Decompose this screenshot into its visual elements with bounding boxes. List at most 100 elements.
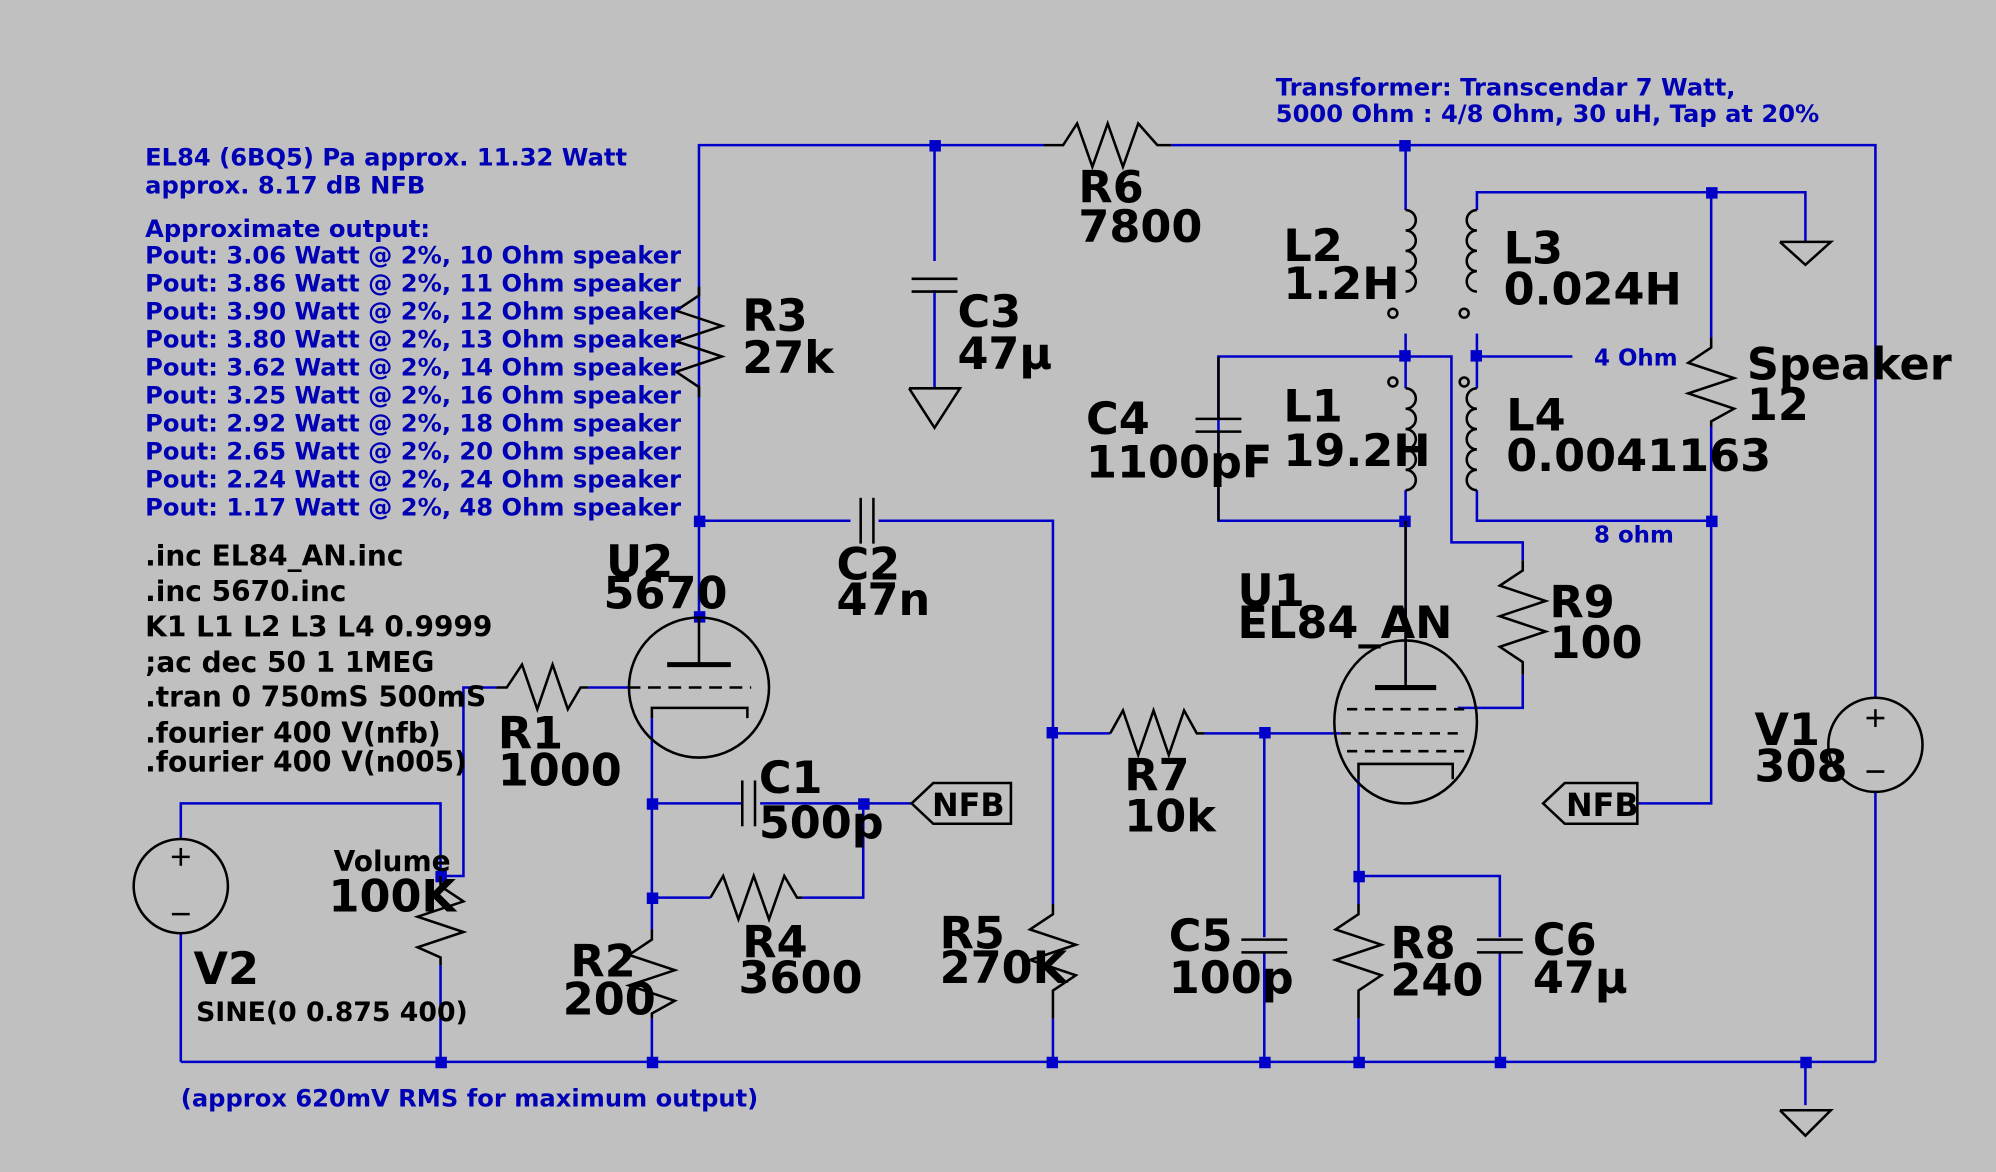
label-speaker-name: Speaker [1747, 338, 1952, 390]
note-nfb: approx. 8.17 dB NFB [145, 172, 425, 200]
capacitor-c3-symbol [911, 277, 958, 293]
label-r3-name: R3 [742, 290, 807, 342]
tube-u1-symbol [1333, 520, 1479, 805]
net-label-nfb-left: NFB [932, 786, 1005, 824]
label-l4-value: 0.0041163 [1506, 430, 1771, 482]
capacitor-c1-symbol [741, 780, 757, 827]
label-r3-value: 27k [742, 332, 835, 384]
label-r5-value: 270K [940, 942, 1069, 994]
label-r9-name: R9 [1549, 577, 1614, 629]
label-u1-value: EL84_AN [1238, 597, 1453, 649]
label-l2-name: L2 [1283, 220, 1342, 272]
label-l1-value: 19.2H [1283, 425, 1430, 477]
net-label-nfb-right: NFB [1566, 786, 1639, 824]
label-v2-value: SINE(0 0.875 400) [196, 997, 468, 1028]
net-flag-nfb-left: NFB [909, 781, 1013, 826]
label-c2-name: C2 [836, 538, 900, 590]
label-r4-value: 3600 [738, 952, 862, 1004]
label-r4-name: R4 [742, 916, 807, 968]
ground-c3-symbol [907, 387, 963, 431]
label-l3-value: 0.024H [1504, 263, 1682, 315]
capacitor-c4-symbol [1195, 356, 1242, 521]
note-tube-power: EL84 (6BQ5) Pa approx. 11.32 Watt [145, 144, 627, 172]
label-r7-name: R7 [1124, 750, 1189, 802]
label-r5-name: R5 [940, 908, 1005, 960]
label-v1-value: 308 [1754, 741, 1847, 793]
resistor-r2-symbol [624, 929, 679, 1019]
note-pout-line: Pout: 2.24 Watt @ 2%, 24 Ohm speaker [145, 466, 681, 494]
voltage-source-v2-symbol [132, 837, 230, 935]
note-pout-line: Pout: 2.65 Watt @ 2%, 20 Ohm speaker [145, 438, 681, 466]
label-volume-name: Volume [334, 845, 451, 878]
net-label-4-ohm: 4 Ohm [1594, 345, 1678, 371]
directive-line: .fourier 400 V(n005) [145, 746, 467, 779]
label-r1-value: 1000 [498, 745, 622, 797]
label-c4-name: C4 [1086, 393, 1150, 445]
label-r6-value: 7800 [1078, 201, 1202, 253]
label-c2-value: 47n [836, 574, 930, 626]
label-u1-name: U1 [1238, 565, 1305, 617]
spice-directives: .inc EL84_AN.inc .inc 5670.inc K1 L1 L2 … [145, 539, 492, 778]
resistor-r8-symbol [1331, 903, 1386, 1019]
note-pout-line: Pout: 3.80 Watt @ 2%, 13 Ohm speaker [145, 326, 681, 354]
note-approx-output-title: Approximate output: [145, 215, 430, 243]
inductor-l1-symbol [1387, 376, 1417, 492]
label-c1-value: 500p [759, 797, 884, 849]
note-pout-line: Pout: 3.90 Watt @ 2%, 12 Ohm speaker [145, 298, 681, 326]
resistor-r3-symbol [672, 286, 726, 398]
note-transformer-line-2: 5000 Ohm : 4/8 Ohm, 30 uH, Tap at 20% [1276, 100, 1820, 128]
resistor-volume-symbol [413, 875, 468, 966]
label-l1-name: L1 [1283, 380, 1342, 432]
net-flag-nfb-right: NFB [1541, 781, 1639, 826]
tube-u2-symbol [627, 616, 771, 759]
resistor-r9-symbol [1495, 560, 1550, 675]
note-input-level: (approx 620mV RMS for maximum output) [181, 1084, 758, 1112]
label-u2-value: 5670 [603, 568, 727, 620]
label-c5-value: 100p [1169, 952, 1294, 1004]
note-transformer-line-1: Transformer: Transcendar 7 Watt, [1276, 73, 1736, 101]
component-labels: R3 27k C3 47μ R6 7800 L2 1.2H L3 0.024H … [194, 161, 1952, 1028]
note-pout-line: Pout: 3.06 Watt @ 2%, 10 Ohm speaker [145, 242, 681, 270]
directive-line: .inc EL84_AN.inc [145, 539, 403, 572]
label-c3-name: C3 [957, 286, 1021, 338]
resistor-r1-symbol [496, 660, 589, 714]
net-label-8-ohm: 8 ohm [1594, 522, 1674, 548]
label-speaker-value: 12 [1747, 379, 1809, 431]
voltage-source-v1-symbol [1827, 696, 1924, 794]
note-pout-line: Pout: 1.17 Watt @ 2%, 48 Ohm speaker [145, 494, 681, 522]
comment-notes: EL84 (6BQ5) Pa approx. 11.32 Watt approx… [145, 73, 1819, 1112]
resistor-r6-symbol [1044, 119, 1172, 171]
note-pout-line: Pout: 3.62 Watt @ 2%, 14 Ohm speaker [145, 354, 681, 382]
label-v2-name: V2 [194, 943, 259, 995]
label-l4-name: L4 [1506, 389, 1565, 441]
label-c3-value: 47μ [957, 328, 1052, 380]
capacitor-c2-symbol [859, 497, 875, 544]
directive-line: K1 L1 L2 L3 L4 0.9999 [145, 611, 492, 644]
label-c1-name: C1 [759, 752, 823, 804]
resistor-r7-symbol [1109, 706, 1205, 759]
label-c5-name: C5 [1169, 910, 1233, 962]
ground-main-symbol [1779, 1108, 1834, 1138]
directive-line: .inc 5670.inc [145, 575, 346, 608]
label-l2-value: 1.2H [1283, 258, 1399, 310]
label-c6-name: C6 [1533, 914, 1597, 966]
label-volume-value: 100K [328, 871, 457, 923]
inductor-l3-symbol [1458, 208, 1478, 319]
directive-line: .fourier 400 V(nfb) [145, 716, 441, 749]
inductor-l4-symbol [1458, 376, 1478, 492]
label-r8-name: R8 [1390, 918, 1455, 970]
label-r8-value: 240 [1390, 955, 1483, 1007]
label-r2-name: R2 [570, 936, 635, 988]
resistor-r5-symbol [1025, 903, 1080, 1019]
resistor-r4-symbol [709, 872, 803, 924]
directive-line: .tran 0 750mS 500mS [145, 681, 486, 714]
directive-line: ;ac dec 50 1 1MEG [145, 646, 434, 679]
note-pout-line: Pout: 3.25 Watt @ 2%, 16 Ohm speaker [145, 382, 681, 410]
label-c4-value: 1100pF [1086, 436, 1272, 488]
label-c6-value: 47μ [1533, 952, 1628, 1004]
label-r6-name: R6 [1078, 161, 1143, 213]
capacitor-c5-symbol [1241, 938, 1288, 954]
inductor-l2-symbol [1387, 208, 1417, 319]
capacitor-c6-symbol [1476, 938, 1523, 954]
